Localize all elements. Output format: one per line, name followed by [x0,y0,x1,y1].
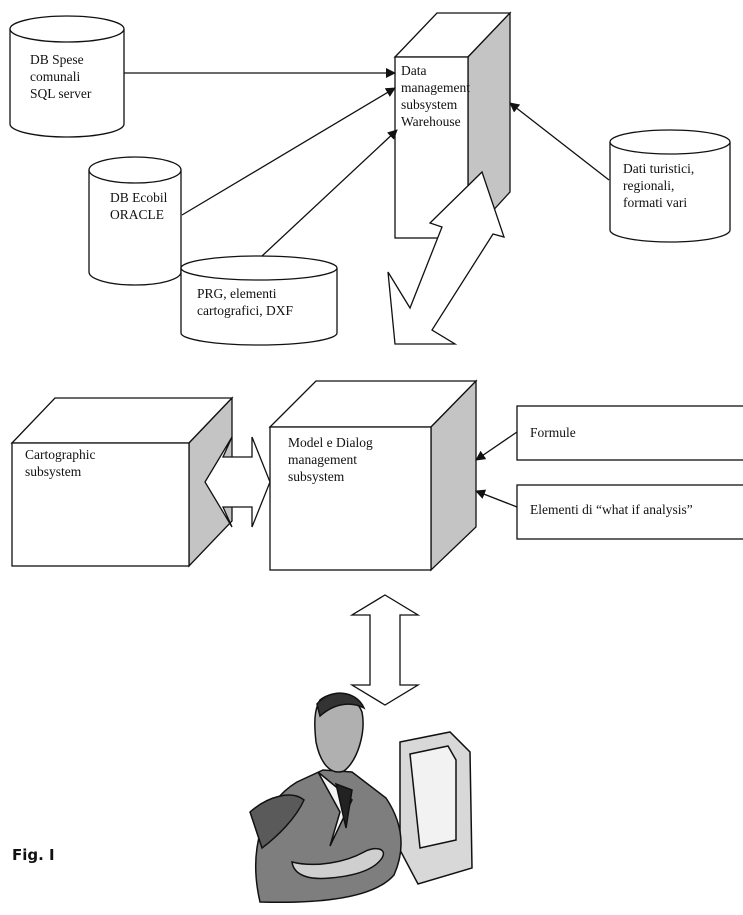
db-ecobil-cylinder [88,156,182,286]
db-prg-cylinder [180,255,338,346]
user-at-computer-illustration [249,692,473,904]
db-turistici-label: Dati turistici, regionali, formati vari [623,161,695,210]
db-turistici-cylinder [609,129,731,243]
double-arrow-data-model [387,170,506,345]
arrow-whatif-to-model [475,489,518,508]
figure-label: Fig. I [12,846,55,864]
double-arrow-model-user [349,594,421,706]
db-ecobil-label: DB Ecobil ORACLE [110,190,168,222]
db-prg-label: PRG, elementi cartografici, DXF [197,286,293,318]
cartographic-label: Cartographic subsystem [25,447,96,479]
arrow-formule-to-model [475,431,518,461]
formule-box [516,405,743,461]
model-dialog-cube [268,379,478,572]
formule-label: Formule [530,425,576,440]
arrow-turistici-to-data [509,102,610,181]
db-spese-label: DB Spese comunali SQL server [30,52,92,101]
arrow-prg-to-data [261,129,398,257]
model-dialog-label: Model e Dialog management subsystem [288,435,373,484]
arrow-ecobil-to-data [181,87,396,216]
cartographic-cube [10,396,234,568]
whatif-box [516,484,743,540]
data-management-label: Data management subsystem Warehouse [401,63,470,129]
double-arrow-carto-model [204,436,271,528]
db-spese-cylinder [9,15,125,138]
whatif-label: Elementi di “what if analysis” [530,502,693,517]
